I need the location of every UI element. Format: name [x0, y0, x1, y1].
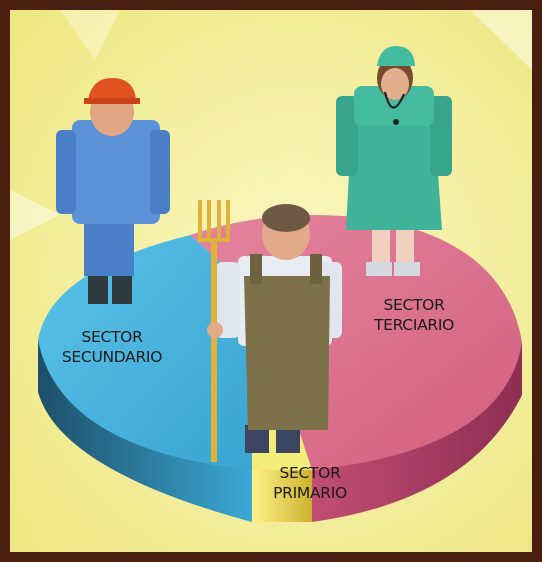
- secondary-sector-worker-figure: [56, 78, 170, 304]
- pie-side-secundario: [38, 340, 252, 522]
- label-sector-secundario: SECTOR SECUNDARIO: [62, 328, 163, 366]
- primary-sector-worker-figure: [198, 200, 342, 462]
- label-sector-primario: SECTOR PRIMARIO: [273, 464, 347, 502]
- pie-side-primario: [252, 470, 312, 522]
- light-rays: [10, 10, 532, 240]
- label-secundario-line1: SECTOR: [81, 328, 143, 346]
- tertiary-sector-worker-figure: [336, 46, 452, 276]
- label-sector-terciario: SECTOR TERCIARIO: [373, 296, 454, 334]
- label-terciario-line2: TERCIARIO: [373, 316, 454, 334]
- label-primario-line1: SECTOR: [279, 464, 341, 482]
- label-secundario-line2: SECUNDARIO: [62, 348, 162, 366]
- label-terciario-line1: SECTOR: [383, 296, 445, 314]
- label-primario-line2: PRIMARIO: [273, 484, 347, 502]
